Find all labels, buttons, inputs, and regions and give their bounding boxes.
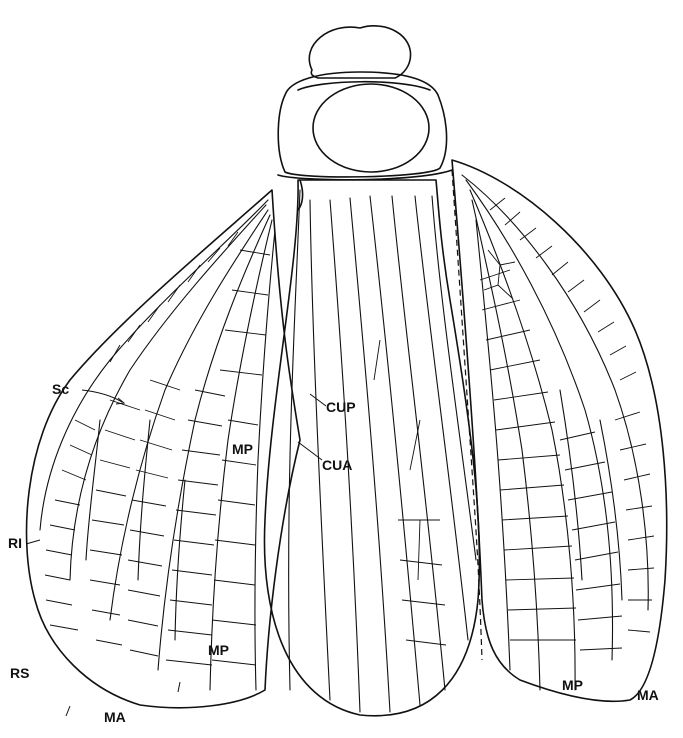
label-cua: CUA: [322, 457, 352, 473]
leader-cup: [310, 394, 326, 406]
pronotum: [278, 72, 446, 177]
right-forewing: [452, 160, 667, 701]
label-mp-center: MP: [232, 441, 253, 457]
label-ri: RI: [8, 535, 22, 551]
tick-ma-left: [66, 706, 70, 716]
label-ma-left: MA: [104, 709, 126, 725]
left-forewing: [27, 190, 300, 708]
leader-ri: [26, 540, 40, 544]
head: [309, 26, 410, 78]
label-mp-right: MP: [562, 677, 583, 693]
center-hindwing: [264, 180, 479, 716]
tick-mp-left: [178, 682, 180, 692]
label-cup: CUP: [326, 399, 356, 415]
label-ma-right: MA: [637, 687, 659, 703]
label-mp-left-lower: MP: [208, 642, 229, 658]
label-sc: Sc: [52, 381, 69, 397]
label-rs: RS: [10, 665, 29, 681]
labels: Sc CUP CUA MP RI RS MP MA MP MA: [8, 381, 659, 725]
